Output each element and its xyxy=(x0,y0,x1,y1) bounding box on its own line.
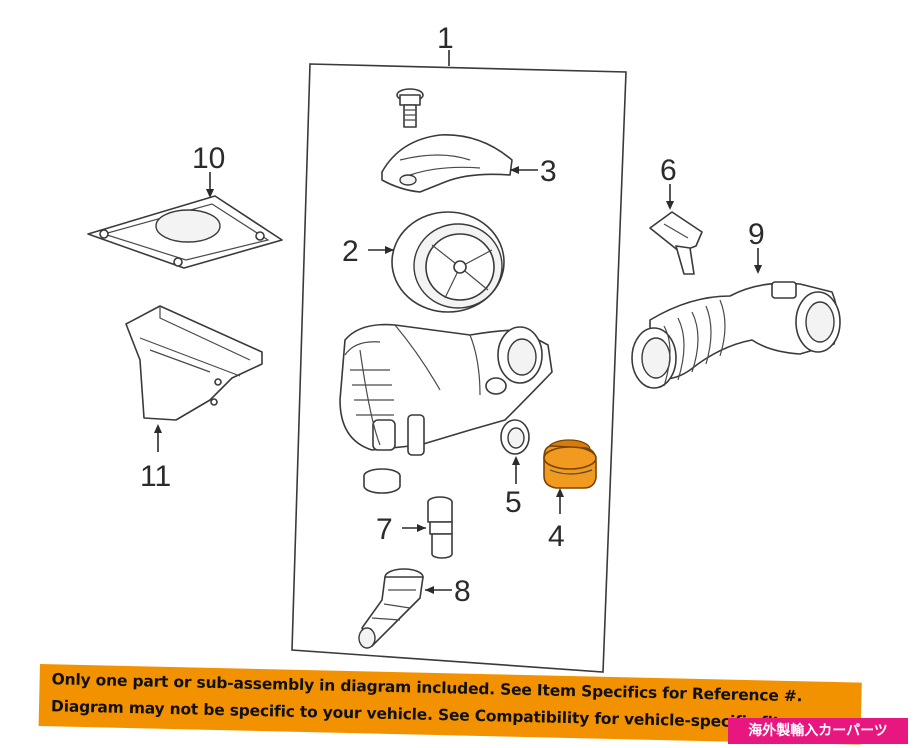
air-cleaner-housing xyxy=(339,323,553,456)
callout-1: 1 xyxy=(437,22,454,55)
gasket-plate-part-10 xyxy=(87,195,283,269)
bolt-part xyxy=(396,88,424,128)
hose-part-8 xyxy=(358,568,424,649)
filter-element-part-2 xyxy=(391,211,505,313)
callout-8: 8 xyxy=(454,575,471,608)
callout-4: 4 xyxy=(548,520,565,553)
callout-9: 9 xyxy=(748,218,765,251)
cover-bracket-part-3 xyxy=(381,134,513,193)
assembly-frame xyxy=(291,63,627,673)
callout-3: 3 xyxy=(540,155,557,188)
callout-10: 10 xyxy=(192,142,225,175)
import-parts-tag: 海外製輸入カーパーツ xyxy=(728,718,908,744)
intake-duct-part-9 xyxy=(631,281,841,389)
grommet-part-4-highlighted xyxy=(543,439,597,489)
connector-part-7 xyxy=(427,496,453,559)
callout-11: 11 xyxy=(140,460,171,493)
callout-5: 5 xyxy=(505,486,522,519)
bracket-part-11 xyxy=(125,305,263,421)
sensor-part-6 xyxy=(649,211,703,275)
banner-line-2: Diagram may not be specific to your vehi… xyxy=(50,697,786,732)
callout-7: 7 xyxy=(376,513,393,546)
callout-2: 2 xyxy=(342,235,359,268)
callout-6: 6 xyxy=(660,154,677,187)
seal-part-5 xyxy=(500,419,530,455)
ring-part xyxy=(363,468,401,494)
